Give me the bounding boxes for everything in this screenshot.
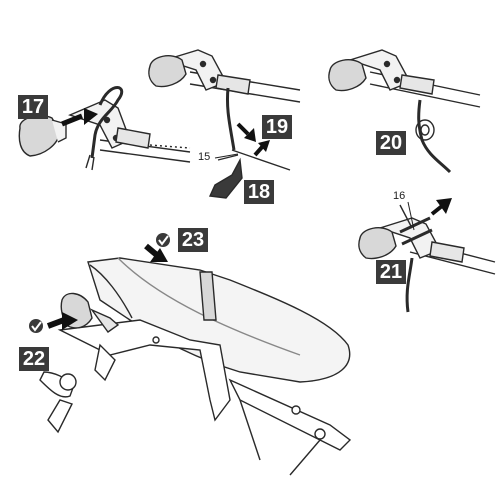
panel-19-arrow-up bbox=[253, 144, 265, 157]
check-icon-23 bbox=[156, 233, 170, 247]
panel-22-23-seat-tail-assembly bbox=[39, 257, 352, 476]
step-label-21: 21 bbox=[376, 260, 406, 284]
step-label-17: 17 bbox=[18, 95, 48, 119]
panel-17-arrow bbox=[61, 113, 83, 127]
panel-19-arrow-down bbox=[236, 122, 250, 136]
step-label-20: 20 bbox=[376, 131, 406, 155]
step-label-23: 23 bbox=[178, 228, 208, 252]
callout-16-leader bbox=[407, 201, 415, 231]
check-icon-22 bbox=[29, 319, 43, 333]
step-label-22: 22 bbox=[19, 347, 49, 371]
callout-15: 15 bbox=[198, 151, 211, 163]
callout-15-leader bbox=[214, 153, 239, 159]
panel-22-arrow bbox=[46, 317, 66, 329]
panel-21-arrow bbox=[430, 204, 444, 216]
panel-20-cable-tie bbox=[328, 49, 481, 174]
callout-16: 16 bbox=[393, 190, 406, 202]
step-label-18: 18 bbox=[244, 180, 274, 204]
panel-21-cable-bundle bbox=[358, 204, 496, 313]
panel-18-19-cable-routing bbox=[148, 49, 301, 199]
step-label-19: 19 bbox=[262, 115, 292, 139]
